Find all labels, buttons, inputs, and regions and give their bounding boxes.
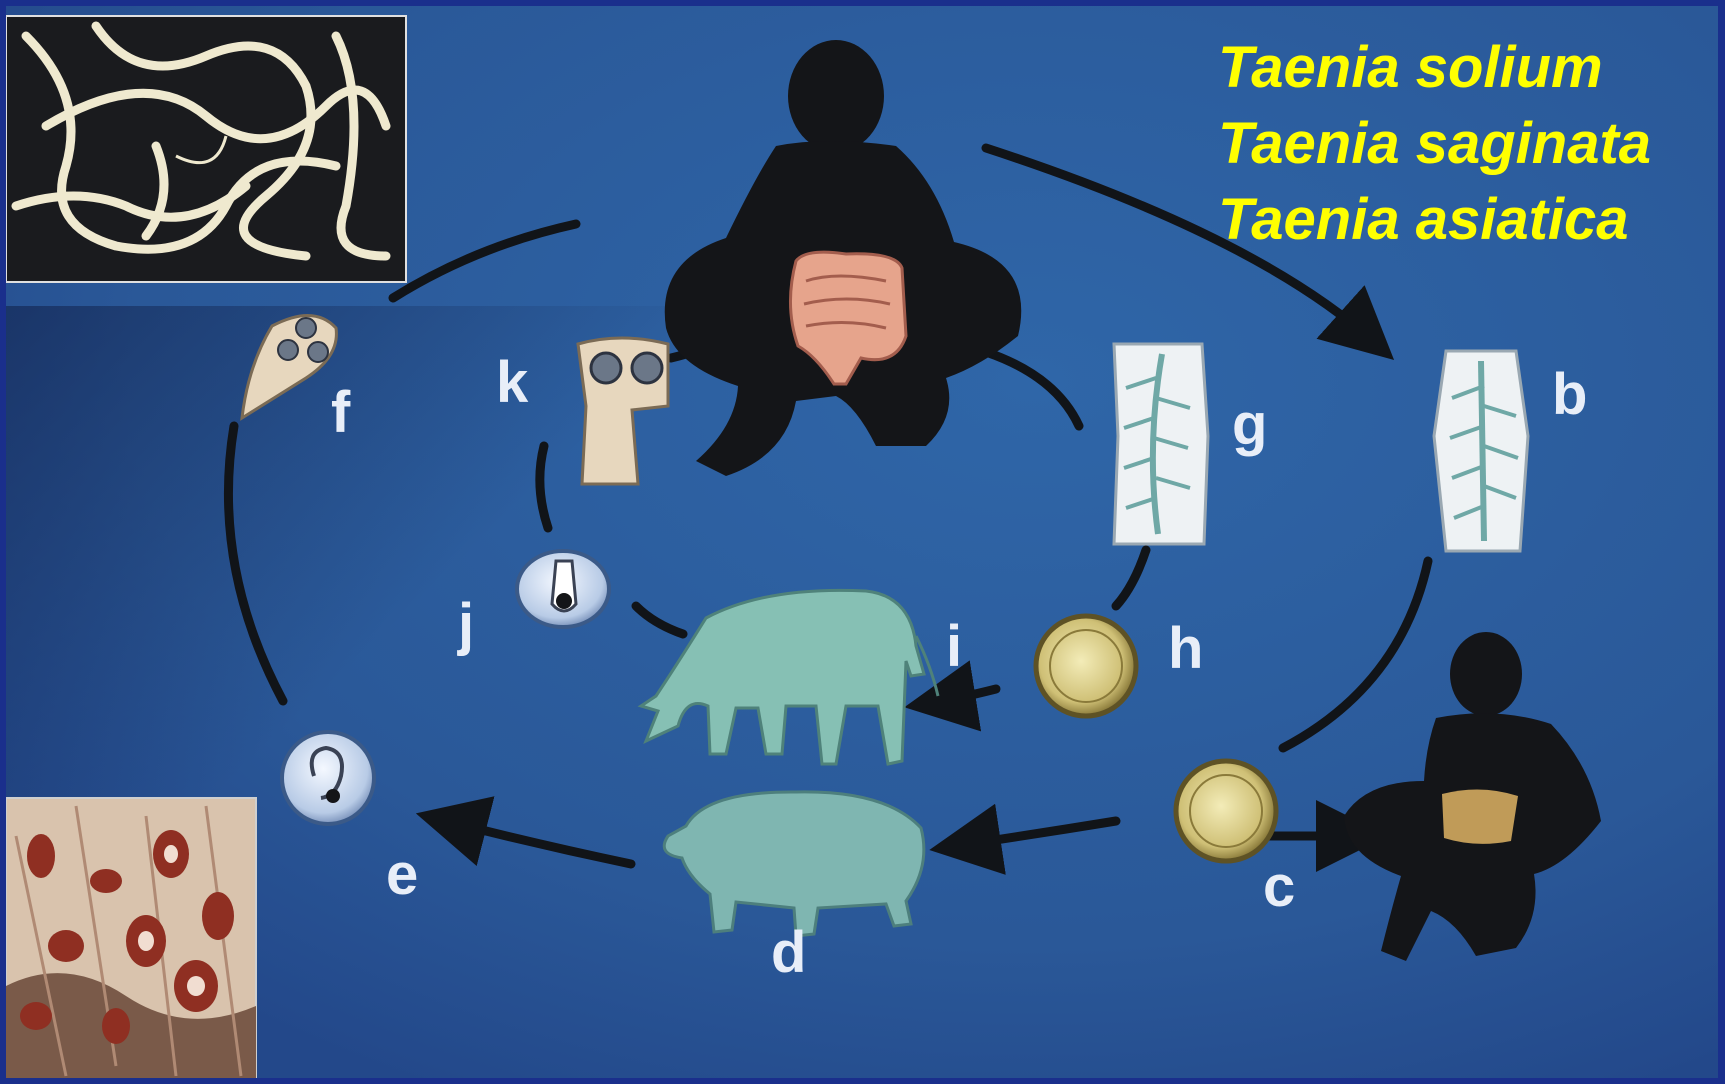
label-e: e xyxy=(386,842,418,907)
label-i: i xyxy=(946,614,962,679)
adult-tapeworm-photo xyxy=(6,16,406,282)
species-title-list: Taenia solium Taenia saginata Taenia asi… xyxy=(1218,30,1718,258)
egg-c xyxy=(1176,761,1276,861)
proglottid-gravid-b xyxy=(1434,351,1528,551)
label-h: h xyxy=(1168,616,1203,681)
egg-h xyxy=(1036,616,1136,716)
species-title-saginata: Taenia saginata xyxy=(1218,106,1718,182)
label-d: d xyxy=(771,920,806,985)
cysticerci-in-muscle-photo xyxy=(6,798,256,1078)
label-c: c xyxy=(1263,854,1295,919)
label-j: j xyxy=(457,592,474,657)
cysticercus-j xyxy=(517,551,609,627)
proglottid-gravid-g xyxy=(1114,344,1208,544)
label-f: f xyxy=(331,380,351,445)
species-title-asiatica: Taenia asiatica xyxy=(1218,182,1718,258)
label-g: g xyxy=(1232,392,1267,457)
species-title-solium: Taenia solium xyxy=(1218,30,1718,106)
life-cycle-diagram: b c d e f g h i j k xyxy=(6,6,1718,1078)
label-k: k xyxy=(496,350,529,415)
label-b: b xyxy=(1552,362,1587,427)
cysticercus-e xyxy=(282,732,374,824)
